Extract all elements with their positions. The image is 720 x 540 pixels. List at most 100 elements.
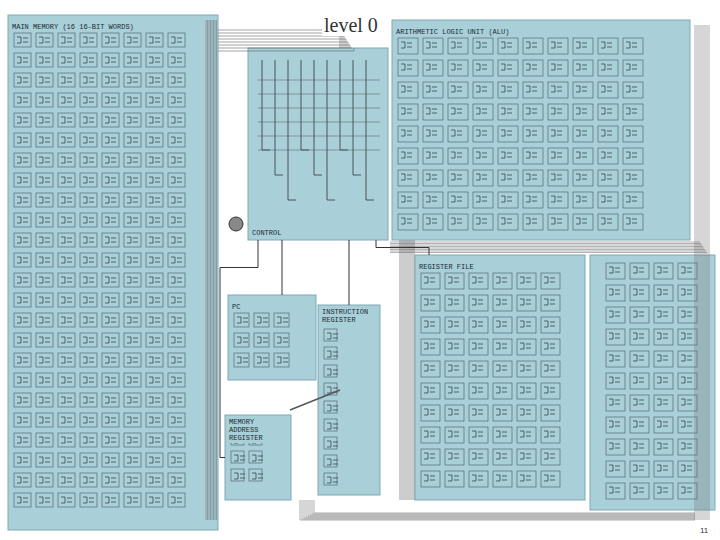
memory-cell — [445, 295, 464, 311]
circuit-line — [258, 108, 380, 109]
memory-cell — [14, 433, 31, 447]
memory-cell — [36, 313, 53, 327]
gate-symbol — [237, 317, 248, 323]
memory-cell — [398, 214, 418, 230]
memory-cell — [654, 395, 673, 411]
gate-symbol — [127, 117, 138, 123]
memory-cell — [493, 273, 512, 289]
gate-symbol — [576, 130, 587, 136]
gate-symbol — [171, 397, 182, 403]
memory-cell — [80, 233, 97, 247]
memory-cell — [678, 263, 697, 279]
gate-symbol — [526, 218, 537, 224]
gate-symbol — [426, 196, 437, 202]
gate-symbol — [609, 289, 620, 295]
gate-symbol — [472, 343, 483, 349]
memory-cell — [124, 373, 141, 387]
gate-symbol — [496, 453, 507, 459]
circuit-block: ARITHMETIC LOGIC UNIT (ALU) — [392, 20, 690, 240]
control-wire-line — [349, 240, 350, 305]
gate-symbol — [39, 37, 50, 43]
clock-symbol — [229, 217, 243, 231]
gate-symbol — [448, 409, 459, 415]
gate-symbol — [401, 64, 412, 70]
gate-symbol — [609, 421, 620, 427]
memory-cell — [14, 193, 31, 207]
panel-ground — [415, 255, 585, 500]
memory-cell — [58, 253, 75, 267]
memory-cell — [606, 439, 625, 455]
gate-symbol — [609, 333, 620, 339]
memory-cell — [421, 449, 440, 465]
memory-cell — [80, 433, 97, 447]
gate-symbol — [83, 477, 94, 483]
gate-symbol — [501, 108, 512, 114]
memory-cell — [124, 173, 141, 187]
memory-cell — [598, 38, 618, 54]
gate-symbol — [476, 196, 487, 202]
memory-cell — [445, 449, 464, 465]
memory-cell — [146, 413, 163, 427]
gate-symbol — [171, 497, 182, 503]
gate-symbol — [105, 157, 116, 163]
memory-cell — [14, 213, 31, 227]
bus-line — [408, 240, 409, 500]
memory-cell — [80, 333, 97, 347]
memory-cell — [80, 153, 97, 167]
memory-cell — [102, 293, 119, 307]
gate-symbol — [448, 299, 459, 305]
memory-cell — [606, 307, 625, 323]
gate-symbol — [105, 197, 116, 203]
gate-symbol — [520, 277, 531, 283]
memory-cell — [146, 173, 163, 187]
memory-cell — [168, 73, 185, 87]
memory-cell — [498, 60, 518, 76]
memory-cell — [421, 383, 440, 399]
memory-cell — [36, 233, 53, 247]
gate-symbol — [501, 42, 512, 48]
gate-symbol — [17, 77, 28, 83]
circuit-line — [275, 60, 283, 175]
block-label: MEMORY ADDRESS REGISTER — [227, 417, 289, 443]
memory-cell — [423, 170, 443, 186]
memory-cell — [124, 433, 141, 447]
circuit-line — [262, 60, 270, 150]
gate-symbol — [83, 77, 94, 83]
memory-cell — [654, 439, 673, 455]
gate-symbol — [39, 377, 50, 383]
gate-symbol — [39, 197, 50, 203]
memory-cell — [423, 148, 443, 164]
gate-symbol — [61, 157, 72, 163]
gate-symbol — [234, 473, 245, 479]
gate-symbol — [39, 457, 50, 463]
gate-symbol — [17, 157, 28, 163]
gate-symbol — [448, 453, 459, 459]
gate-symbol — [17, 397, 28, 403]
memory-cell — [124, 413, 141, 427]
gate-symbol — [426, 174, 437, 180]
memory-cell — [445, 383, 464, 399]
panel-ground — [248, 48, 388, 240]
gate-symbol — [83, 377, 94, 383]
memory-cell — [469, 449, 488, 465]
gate-symbol — [544, 431, 555, 437]
memory-cell — [548, 104, 568, 120]
gate-symbol — [171, 257, 182, 263]
memory-cell — [548, 126, 568, 142]
memory-cell — [469, 317, 488, 333]
gate-symbol — [496, 277, 507, 283]
memory-cell — [606, 351, 625, 367]
gate-symbol — [171, 457, 182, 463]
bus-line — [390, 248, 704, 249]
memory-cell — [58, 273, 75, 287]
memory-cell — [678, 395, 697, 411]
gate-symbol — [681, 333, 692, 339]
memory-cell — [14, 353, 31, 367]
memory-cell — [541, 273, 560, 289]
gate-symbol — [257, 317, 268, 323]
gate-symbol — [105, 437, 116, 443]
gate-symbol — [171, 437, 182, 443]
gate-symbol — [105, 177, 116, 183]
memory-cell — [654, 417, 673, 433]
gate-symbol — [424, 321, 435, 327]
